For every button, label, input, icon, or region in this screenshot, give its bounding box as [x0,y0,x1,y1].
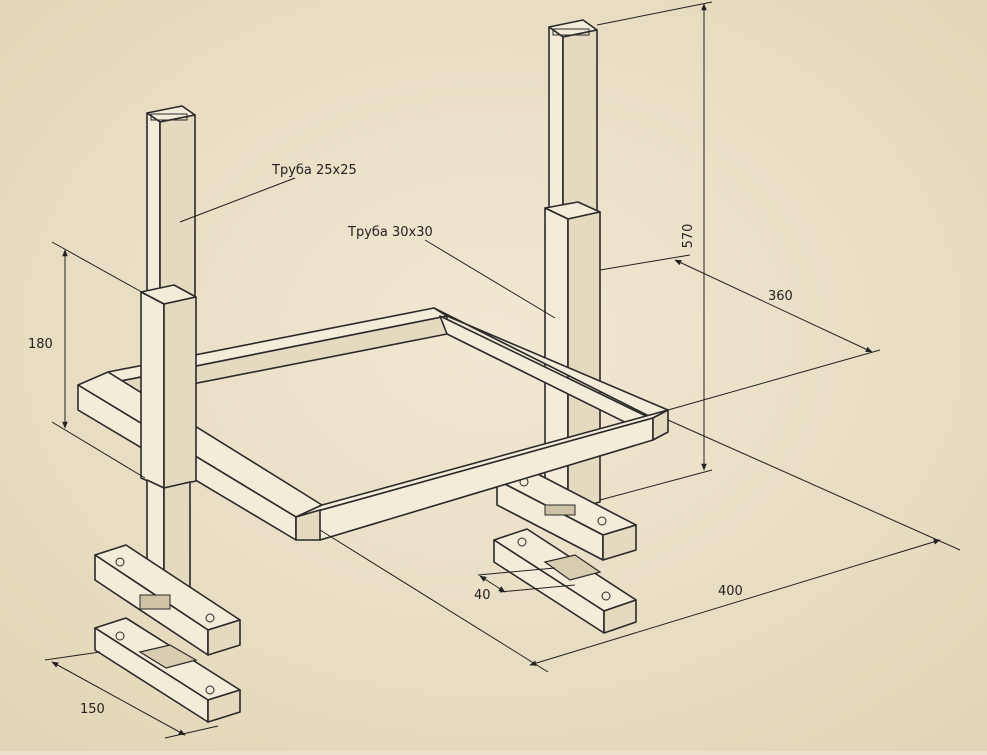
dim-label-400: 400 [718,584,743,599]
dim-gap-40 [477,567,576,593]
dim-label-150: 150 [80,702,105,717]
dim-label-360: 360 [768,289,793,304]
dim-label-40: 40 [474,588,491,603]
foot-front-left [94,544,241,656]
dim-label-570: 570 [681,224,696,249]
leader-tube-large [424,239,556,319]
dim-width-400 [319,419,961,673]
dim-depth-360 [599,254,881,411]
base-frame [77,307,669,541]
dim-post-180 [51,241,148,479]
dim-height-570 [596,1,713,501]
label-tube-large: Труба 30х30 [347,225,433,240]
post-front-left [140,105,197,606]
leader-tube-small [179,177,296,223]
dim-foot-150 [44,651,219,739]
label-tube-small: Труба 25х25 [271,163,357,178]
dim-label-180: 180 [28,337,53,352]
